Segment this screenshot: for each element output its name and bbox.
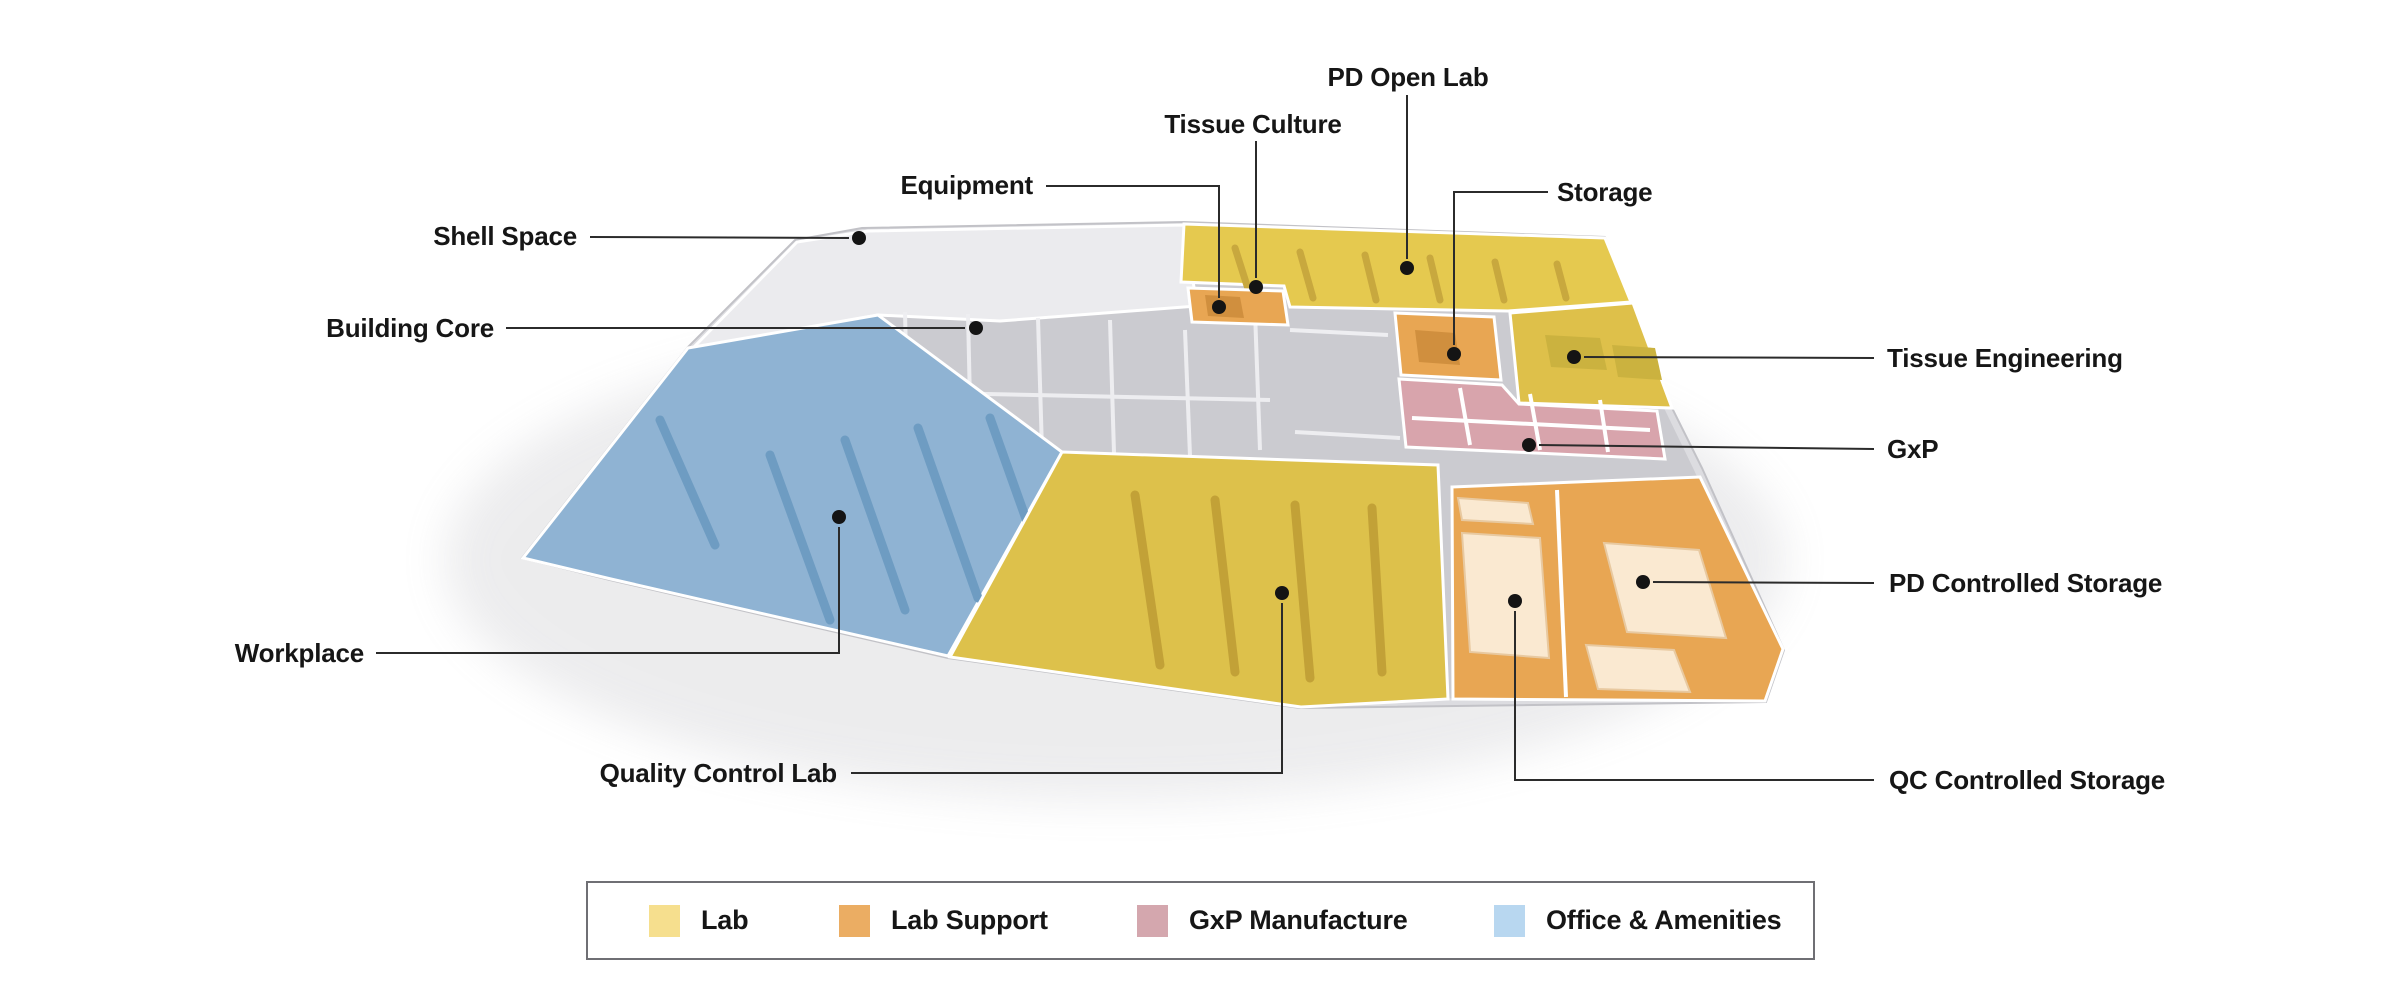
controlled-storage-divider: [1555, 489, 1568, 698]
dot-storage: [1447, 347, 1461, 361]
leader-qc-controlled-storage: [1514, 611, 1874, 781]
legend-item-office-amenities: Office & Amenities: [1494, 904, 1782, 937]
legend-swatch-office-amenities: [1494, 904, 1525, 937]
dot-shell-space: [852, 231, 866, 245]
legend-label-lab: Lab: [701, 905, 749, 935]
label-gxp: GxP: [1887, 434, 1939, 464]
gxp-walls: [1411, 387, 1651, 453]
dot-workplace: [832, 510, 846, 524]
label-pd-controlled-storage: PD Controlled Storage: [1889, 568, 2163, 598]
zone-gxp: [1397, 377, 1667, 461]
label-qc-controlled-storage: QC Controlled Storage: [1889, 765, 2166, 795]
dot-building-core: [969, 321, 983, 335]
legend-item-lab-support: Lab Support: [839, 904, 1048, 937]
dot-quality-control-lab: [1275, 586, 1289, 600]
zone-workplace: [520, 313, 1064, 658]
legend-label-gxp-manufacture: GxP Manufacture: [1189, 905, 1408, 935]
leader-gxp: [1538, 444, 1875, 450]
leader-shell-space: [589, 236, 850, 239]
legend-swatch-lab-support: [839, 904, 870, 937]
label-quality-control-lab: Quality Control Lab: [599, 758, 838, 788]
leader-workplace: [376, 527, 840, 654]
label-building-core: Building Core: [326, 313, 494, 343]
legend-swatch-gxp-manufacture: [1137, 904, 1168, 937]
dot-tissue-culture: [1249, 280, 1263, 294]
label-tissue-culture: Tissue Culture: [1164, 109, 1342, 139]
dot-tissue-engineering: [1567, 350, 1581, 364]
label-shell-space: Shell Space: [433, 221, 577, 251]
dot-equipment: [1212, 300, 1226, 314]
dot-gxp: [1522, 438, 1536, 452]
leader-quality-control-lab: [851, 603, 1283, 774]
label-workplace: Workplace: [234, 638, 364, 668]
label-pd-open-lab: PD Open Lab: [1327, 62, 1489, 92]
leader-tissue-engineering: [1583, 356, 1875, 359]
leader-storage: [1453, 191, 1548, 345]
legend-label-office-amenities: Office & Amenities: [1546, 905, 1782, 935]
zone-quality-control-lab: [947, 450, 1450, 709]
legend-label-lab-support: Lab Support: [891, 905, 1048, 935]
pd-open-lab-benches: [1231, 244, 1570, 304]
dot-pd-open-lab: [1400, 261, 1414, 275]
label-tissue-engineering: Tissue Engineering: [1887, 343, 2123, 373]
leader-equipment: [1046, 185, 1220, 298]
legend-item-lab: Lab: [649, 904, 749, 937]
label-equipment: Equipment: [900, 170, 1033, 200]
qc-lab-benches: [1130, 490, 1387, 683]
legend-swatch-lab: [649, 904, 680, 937]
legend: Lab Lab Support GxP Manufacture Office &…: [586, 881, 1815, 960]
dot-qc-controlled-storage: [1508, 594, 1522, 608]
dot-pd-controlled-storage: [1636, 575, 1650, 589]
controlled-storage-rooms: [1456, 496, 1728, 694]
legend-item-gxp-manufacture: GxP Manufacture: [1137, 904, 1408, 937]
label-storage: Storage: [1557, 177, 1653, 207]
leader-pd-controlled-storage: [1652, 581, 1875, 584]
leader-lines: [376, 95, 1875, 781]
leader-dots: [832, 231, 1650, 608]
